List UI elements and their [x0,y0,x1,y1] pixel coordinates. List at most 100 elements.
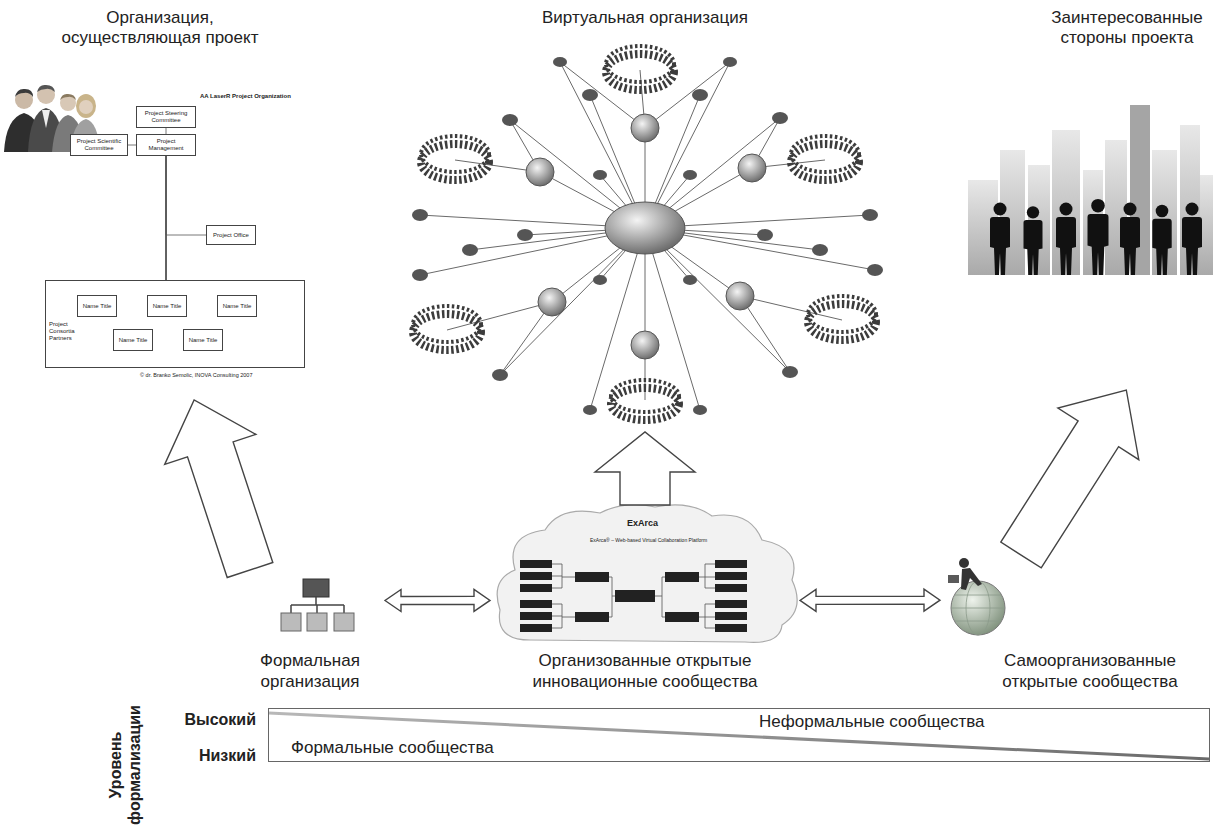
network-rings-part [421,136,489,172]
formalization-gradient-line-part [269,713,1209,759]
network-dots-part [517,229,533,241]
consortia-frame: Project Consortia PartnersName TitleName… [45,280,305,368]
collaboration-cloud-part-part [575,612,609,622]
collaboration-cloud-part-part [665,612,699,622]
collaboration-cloud-part-part [715,560,747,568]
business-people-silhouettes-part [1088,199,1109,275]
collaboration-cloud-part-part [699,604,715,628]
annotation-label: © dr. Branko Semolic, INOVA Consulting 2… [140,372,252,379]
network-rings [413,46,876,420]
network-dots-part [492,369,508,381]
network-illustration-part [560,62,645,128]
network-illustration-part [740,296,842,320]
team-photo-part [42,110,50,128]
network-rings-part [413,306,481,342]
block-arrow [165,400,273,578]
network-hubs-part [631,114,659,142]
network-hubs-part [526,158,554,186]
network-illustration-part [645,62,730,128]
network-dots-part [812,244,828,256]
globe-person-icon-part [961,568,982,590]
network-dots-part [723,57,737,67]
network-dots-part [583,405,597,415]
org-chart-icon-part [281,613,301,631]
business-people-silhouettes-part [1024,206,1043,275]
org-chart-box: Project Scientific Committee [70,134,128,156]
network-dots-part [553,57,567,67]
city-skyline-part [1052,130,1080,275]
org-chart-box: Name Title [217,295,257,317]
network-hubs-part [631,331,659,359]
globe-person-icon-part [951,581,1005,635]
collaboration-cloud-part-part [520,584,552,592]
block-arrow [595,432,695,505]
block-arrow [595,432,695,505]
node-text: Заинтересованные стороны проекта [1042,8,1212,49]
node-text: Name Title [189,337,218,344]
node-text: Формальные сообщества [291,738,494,758]
network-hubs-part [605,202,685,254]
annotation-label: AA LaserR Project Organization [200,93,291,100]
business-people-silhouettes-part [1152,205,1171,275]
globe-person-icon-part [951,595,1005,621]
network-dots-part [593,275,607,285]
city-skyline [968,105,1213,275]
network-illustration-part [590,228,645,410]
collaboration-cloud-part [497,505,797,643]
collaboration-cloud-part-part [520,560,552,568]
network-rings-part [808,304,876,340]
network-dots-part [412,209,428,221]
block-arrow [385,589,490,611]
network-hubs-part [726,282,754,310]
node-text: Name Title [223,303,252,310]
collaboration-cloud-part-part [520,600,552,608]
node-text: Организация, осуществляющая проект [50,8,270,49]
team-photo-part [60,94,76,100]
collaboration-cloud-part-part [655,577,665,617]
org-chart-line [128,145,136,146]
network-dots-part [462,244,478,256]
network-rings-part [413,314,481,350]
org-chart-box: Name Title [77,295,117,317]
network-dots [412,57,883,415]
node-text: Формальная организация [240,651,380,692]
network-dots-part [692,89,708,101]
block-arrow [1001,390,1139,568]
collaboration-cloud-part-part [615,590,655,602]
org-chart-line [97,156,166,295]
city-skyline-part [1152,150,1177,275]
team-photo-part [37,85,55,92]
network-dots-part [862,209,878,221]
collaboration-cloud-part-part [552,564,575,588]
collaboration-cloud-part-part [552,604,575,628]
business-people-silhouettes [990,199,1202,275]
org-chart-line [97,156,166,295]
org-chart-icon-part [307,613,327,631]
network-dots-part [582,89,598,101]
collaboration-cloud [497,505,797,643]
org-chart-icon [281,579,354,631]
node-text: Организованные открытые инновационные со… [495,651,795,692]
org-chart-icon-part [334,613,354,631]
network-dots-part [683,275,697,285]
axis-title: Уровень формализации [106,698,144,833]
node-text: Неформальные сообщества [759,712,985,732]
image-group: Заинтересованные стороны проекта [960,5,1212,390]
collaboration-cloud-part-part [575,572,609,582]
collaboration-cloud-part-part [520,572,552,580]
network-rings-part [611,380,679,412]
team-photo-part [15,89,33,97]
network-rings-part [611,388,679,420]
network-rings-part [606,54,674,90]
node-text: Name Title [153,303,182,310]
node-text: Project Scientific Committee [73,138,125,152]
org-chart-box: Name Title [183,329,223,351]
org-chart-box: Project Management [136,134,196,156]
annotation-label: Низкий [158,746,256,765]
image-group: Организация, осуществляющая проектProjec… [5,5,315,400]
team-photo-part [79,100,93,114]
org-chart-icon-part [291,597,344,613]
network-dots-part [502,114,518,126]
node-text: Project Management [139,138,193,152]
